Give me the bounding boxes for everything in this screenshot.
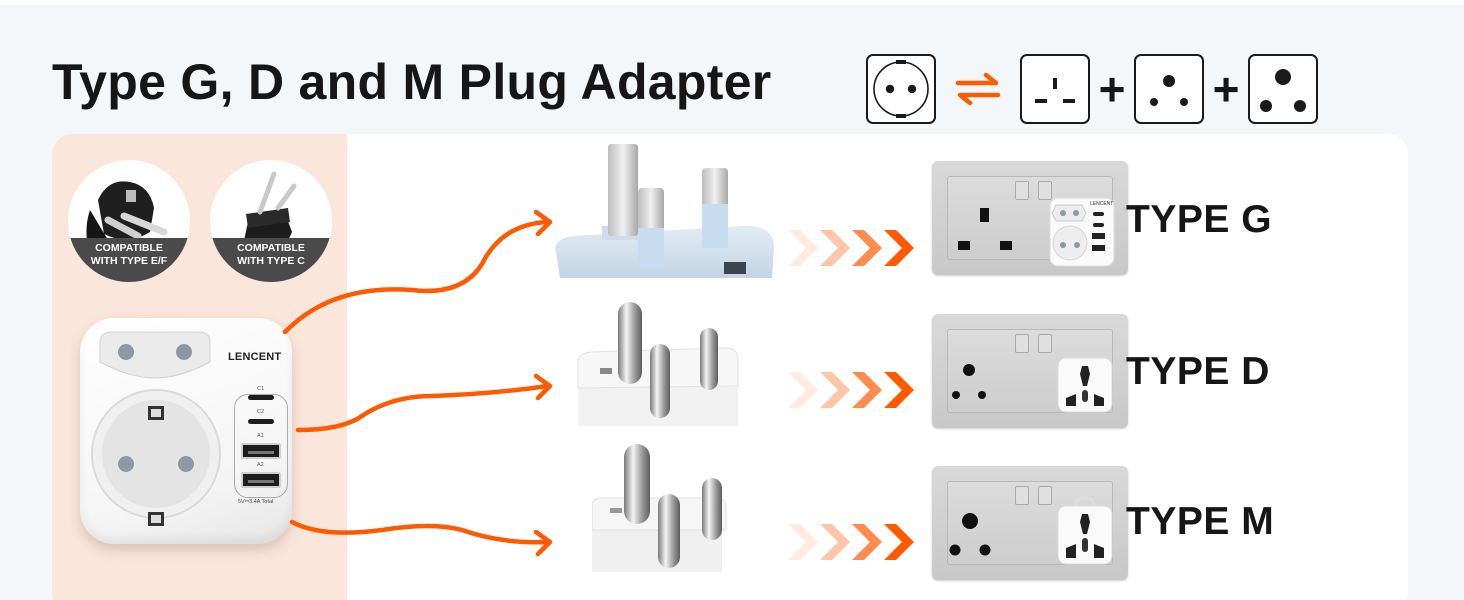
usb-a-port [241, 472, 281, 488]
connector-arrows [282, 209, 553, 557]
output-rating: 5V⎓3.4A Total [238, 499, 274, 505]
svg-text:LENCENT: LENCENT [1090, 201, 1113, 207]
arrow-to-type-g [282, 219, 551, 335]
plus-symbol: + [1212, 63, 1240, 115]
usb-c-port [248, 419, 274, 424]
type-m-wall-socket-icon [932, 466, 1128, 580]
compat-caption: COMPATIBLE WITH TYPE E/F [68, 238, 190, 282]
port-label: A2 [257, 462, 264, 468]
arrow-head-type-d [533, 373, 553, 401]
port-label: A1 [257, 433, 264, 439]
chevrons-icon [788, 524, 914, 560]
usb-port-group: C1 C2 A1 A2 [234, 386, 288, 498]
type-d-label: TYPE D [1126, 350, 1270, 393]
usb-c-port [248, 395, 274, 400]
content-panel: COMPATIBLE WITH TYPE E/F COMPATIBLE WITH… [52, 134, 1408, 600]
page-title: Type G, D and M Plug Adapter [52, 54, 772, 110]
plus-symbol: + [1098, 63, 1126, 115]
type-d-wall-socket-icon [932, 314, 1128, 428]
arrow-head-type-m [533, 529, 553, 557]
type-g-label: TYPE G [1126, 198, 1273, 241]
compat-caption-line2: WITH TYPE E/F [90, 255, 168, 267]
chevrons-icon [788, 372, 914, 408]
compat-caption-line1: COMPATIBLE [237, 242, 305, 254]
usb-a-port [241, 443, 281, 459]
type-g-plug-icon [555, 144, 774, 278]
type-m-plug-icon [592, 444, 727, 572]
type-d-socket-icon [1134, 54, 1204, 124]
type-d-plug-icon [577, 302, 739, 426]
compat-caption: COMPATIBLE WITH TYPE C [210, 238, 332, 282]
brand-logo: LENCENT [228, 351, 282, 363]
arrow-head-type-g [533, 209, 553, 237]
arrow-to-type-d [295, 383, 551, 433]
type-m-socket-icon [1248, 54, 1318, 124]
top-strip [0, 0, 1464, 5]
compat-caption-line2: WITH TYPE C [237, 255, 305, 267]
compat-badge-type-c: COMPATIBLE WITH TYPE C [210, 160, 332, 282]
type-m-label: TYPE M [1126, 500, 1275, 543]
type-g-socket-icon [1020, 54, 1090, 124]
port-label: C2 [257, 409, 265, 415]
compat-badge-type-ef: COMPATIBLE WITH TYPE E/F [68, 160, 190, 282]
product-adapter-image [80, 318, 292, 544]
type-g-wall-socket-icon: LENCENT [932, 161, 1128, 275]
adapter-sockets-icon [91, 331, 221, 526]
chevrons-icon [788, 230, 914, 266]
type-ef-socket-icon [866, 54, 936, 124]
socket-compatibility-strip: + + [866, 54, 1318, 124]
port-label: C1 [257, 386, 265, 392]
arrow-to-type-m [289, 519, 551, 545]
swap-arrows-icon [950, 54, 1006, 124]
compat-caption-line1: COMPATIBLE [95, 242, 163, 254]
